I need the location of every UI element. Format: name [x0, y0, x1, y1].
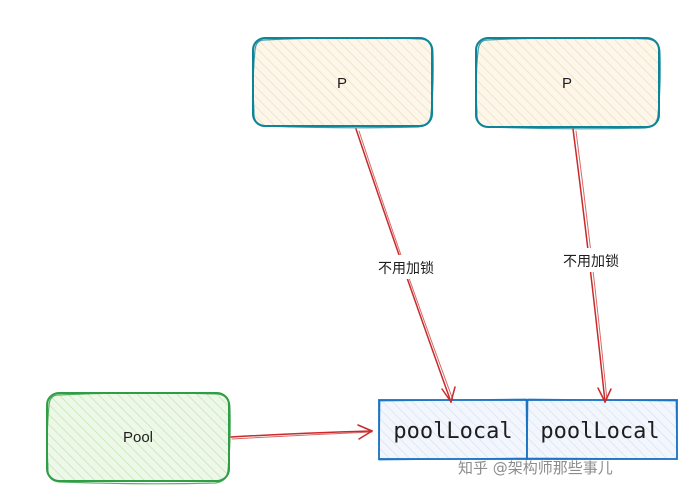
p-node-right: P — [475, 37, 661, 130]
edge-label-left: 不用加锁 — [366, 255, 446, 279]
pool-local-cell-first: poolLocal — [378, 398, 528, 461]
pool-node: Pool — [46, 392, 231, 485]
pool-local-label-second: poolLocal — [540, 419, 659, 444]
pool-local-cell-second: poolLocal — [526, 398, 678, 460]
p-node-right-label: P — [562, 75, 572, 92]
watermark-text: 知乎 @架构师那些事儿 — [458, 459, 613, 477]
p-node-left-label: P — [337, 75, 347, 92]
arrow-pool-to-pool-local — [230, 424, 373, 440]
edge-label-right-text: 不用加锁 — [563, 254, 619, 270]
p-node-left: P — [252, 37, 434, 129]
edge-label-left-text: 不用加锁 — [378, 261, 434, 277]
pool-local-array: poolLocal poolLocal — [378, 398, 678, 461]
edge-label-right: 不用加锁 — [551, 248, 631, 272]
pool-node-label: Pool — [123, 429, 153, 446]
pool-local-label-first: poolLocal — [393, 419, 512, 444]
